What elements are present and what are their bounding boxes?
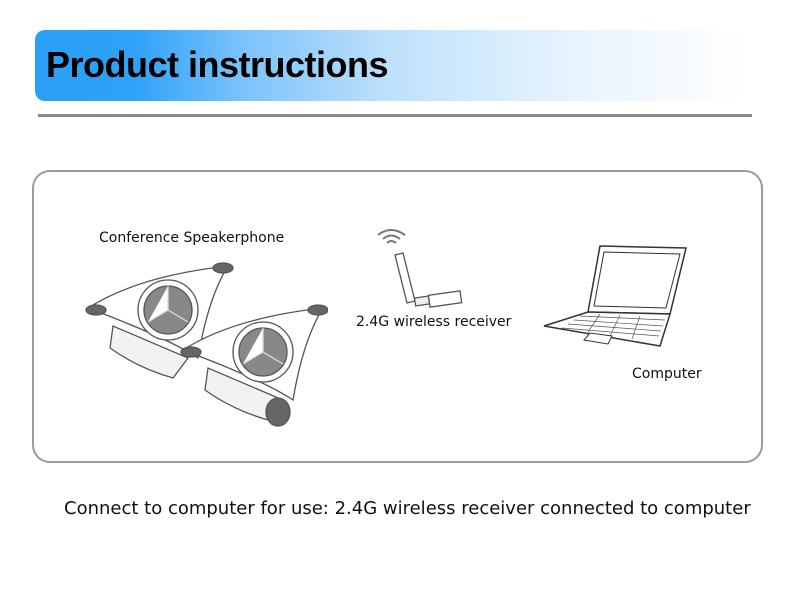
speakerphone-label: Conference Speakerphone (99, 230, 285, 246)
laptop-illustration (543, 245, 687, 347)
speakerphone-unit (180, 304, 328, 427)
divider (38, 114, 752, 117)
instruction-caption: Connect to computer for use: 2.4G wirele… (64, 498, 751, 519)
diagram-panel (32, 170, 763, 463)
wireless-receiver-illustration (377, 229, 463, 308)
computer-label: Computer (632, 366, 702, 382)
page-title: Product instructions (46, 44, 389, 85)
wifi-signal-icon (377, 229, 406, 244)
header-bar (35, 30, 745, 101)
speakerphone-illustration (85, 262, 328, 427)
receiver-label: 2.4G wireless receiver (356, 314, 512, 330)
speakerphone-unit (85, 262, 234, 379)
